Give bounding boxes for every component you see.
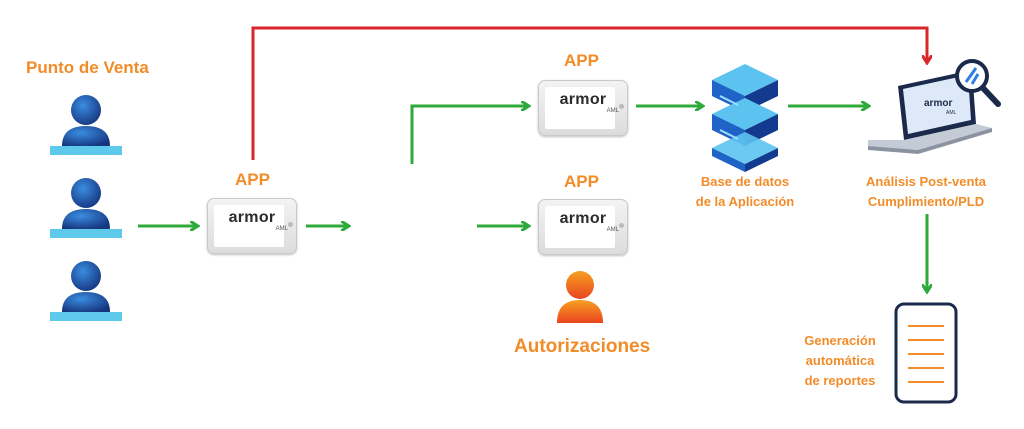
arrow-branch-top [410, 106, 528, 164]
database-server-icon [712, 64, 778, 172]
armor-logo: armor [228, 209, 276, 226]
autorizaciones-label: Autorizaciones [514, 336, 651, 357]
app-label-middle: APP [564, 172, 599, 191]
generacion-line2: automática [805, 353, 875, 368]
aml-logo-text: AML [606, 227, 619, 233]
red-feedback-arrow [251, 26, 927, 160]
app-device-left: armor AML [207, 198, 297, 254]
base-de-datos-line1: Base de datos [700, 174, 790, 189]
punto-de-venta-label: Punto de Venta [26, 58, 149, 77]
laptop-armor-logo: armor [924, 98, 953, 109]
magnifier-icon [955, 59, 1001, 107]
analisis-post-venta-label: Análisis Post-venta Cumplimiento/PLD [846, 172, 1006, 212]
laptop-icon [868, 70, 992, 154]
report-document-icon [894, 302, 958, 404]
armor-logo: armor [559, 210, 607, 227]
armor-logo: armor [559, 91, 607, 108]
aml-logo-text: AML [606, 108, 619, 114]
app-device-top: armor AML [538, 80, 628, 136]
aml-logo-text: AML [275, 226, 288, 232]
person-icon [50, 95, 122, 155]
base-de-datos-label: Base de datos de la Aplicación [680, 172, 810, 212]
analisis-line2: Cumplimiento/PLD [867, 194, 985, 209]
person-icon [50, 178, 122, 238]
app-device-middle: armor AML [538, 199, 628, 255]
app-label-top: APP [564, 51, 599, 70]
person-icon [50, 261, 122, 321]
analisis-line1: Análisis Post-venta [866, 174, 986, 189]
laptop-aml-text: AML [946, 110, 957, 116]
green-arrows [138, 106, 927, 291]
base-de-datos-line2: de la Aplicación [695, 194, 795, 209]
generacion-reportes-label: Generación automática de reportes [780, 331, 900, 391]
generacion-line3: de reportes [804, 373, 876, 388]
generacion-line1: Generación [804, 333, 876, 348]
app-label-left: APP [235, 170, 270, 189]
authorizer-person-icon [557, 271, 603, 323]
